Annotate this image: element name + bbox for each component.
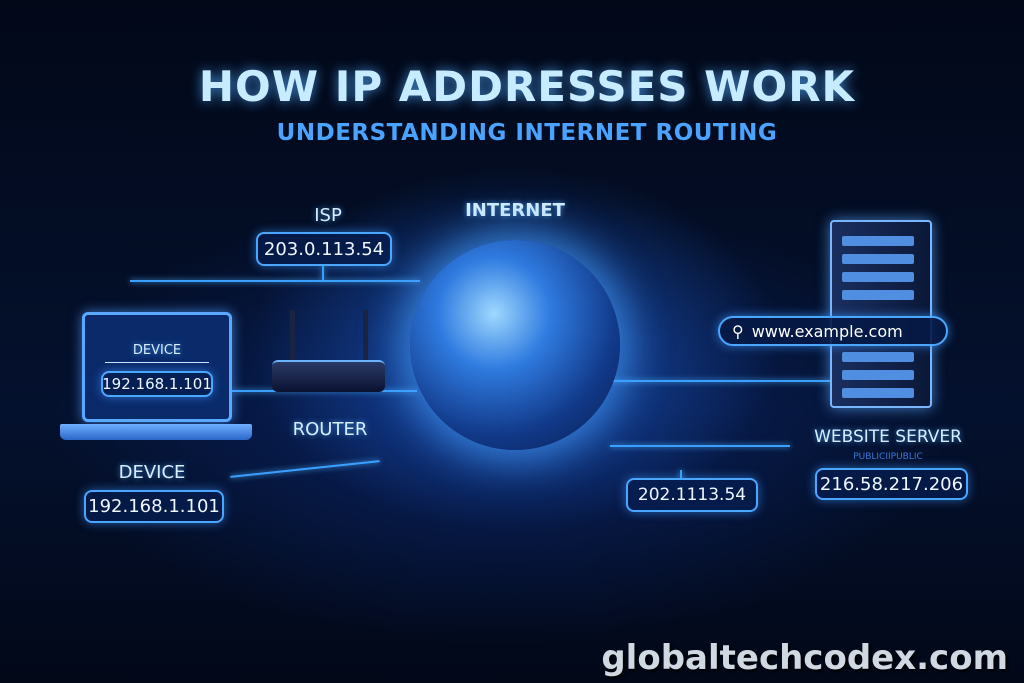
internet-label: INTERNET [465, 200, 565, 221]
url-text: www.example.com [751, 321, 903, 341]
laptop-icon: DEVICE 192.168.1.101 [82, 312, 232, 422]
page-subtitle: UNDERSTANDING INTERNET ROUTING [276, 120, 778, 146]
isp-ip-box: 203.0.113.54 [256, 232, 392, 266]
laptop-keyboard [60, 424, 252, 440]
connection-line [130, 280, 420, 282]
search-icon: ⚲ [732, 321, 744, 341]
connection-line [610, 445, 790, 447]
laptop-device-label: DEVICE [132, 343, 182, 358]
isp-label: ISP [314, 205, 342, 226]
page-title: HOW IP ADDRESSES WORK [198, 62, 856, 111]
device-label: DEVICE [118, 462, 186, 483]
public-ip-box: 202.1113.54 [626, 478, 758, 512]
router-antenna [290, 310, 295, 362]
server-ip-box: 216.58.217.206 [815, 468, 968, 500]
router-label: ROUTER [292, 419, 368, 440]
router-icon [272, 360, 385, 392]
server-label: WEBSITE SERVER [814, 427, 962, 447]
router-antenna [363, 310, 368, 362]
laptop-ip-box: 192.168.1.101 [101, 371, 213, 397]
globe-icon [410, 240, 620, 450]
server-icon [830, 220, 932, 408]
watermark: globaltechcodex.com [601, 638, 1008, 678]
device-ip-box: 192.168.1.101 [84, 490, 224, 523]
connection-line [322, 266, 324, 280]
url-search-bar[interactable]: ⚲ www.example.com [718, 316, 948, 346]
connection-line [680, 470, 682, 480]
connection-line [600, 380, 830, 382]
divider [105, 362, 209, 363]
server-sublabel: PUBLICIIPUBLIC [853, 452, 923, 462]
